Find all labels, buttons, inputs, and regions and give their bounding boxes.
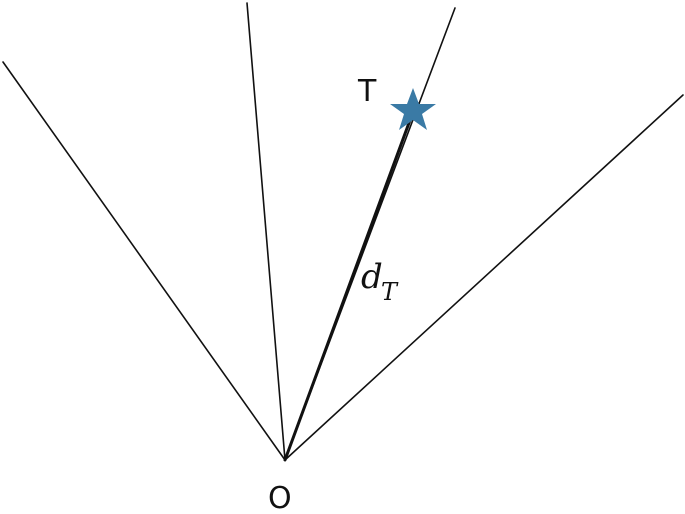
ray-left xyxy=(2,61,286,461)
distance-label-subscript: T xyxy=(381,278,399,306)
distance-label: d xyxy=(361,257,383,297)
star-icon xyxy=(390,88,436,130)
target-label: T xyxy=(357,74,377,109)
ray-center-left xyxy=(246,2,286,461)
distance-segment xyxy=(283,110,415,462)
ray-right xyxy=(284,94,684,461)
origin-label: O xyxy=(268,481,292,514)
